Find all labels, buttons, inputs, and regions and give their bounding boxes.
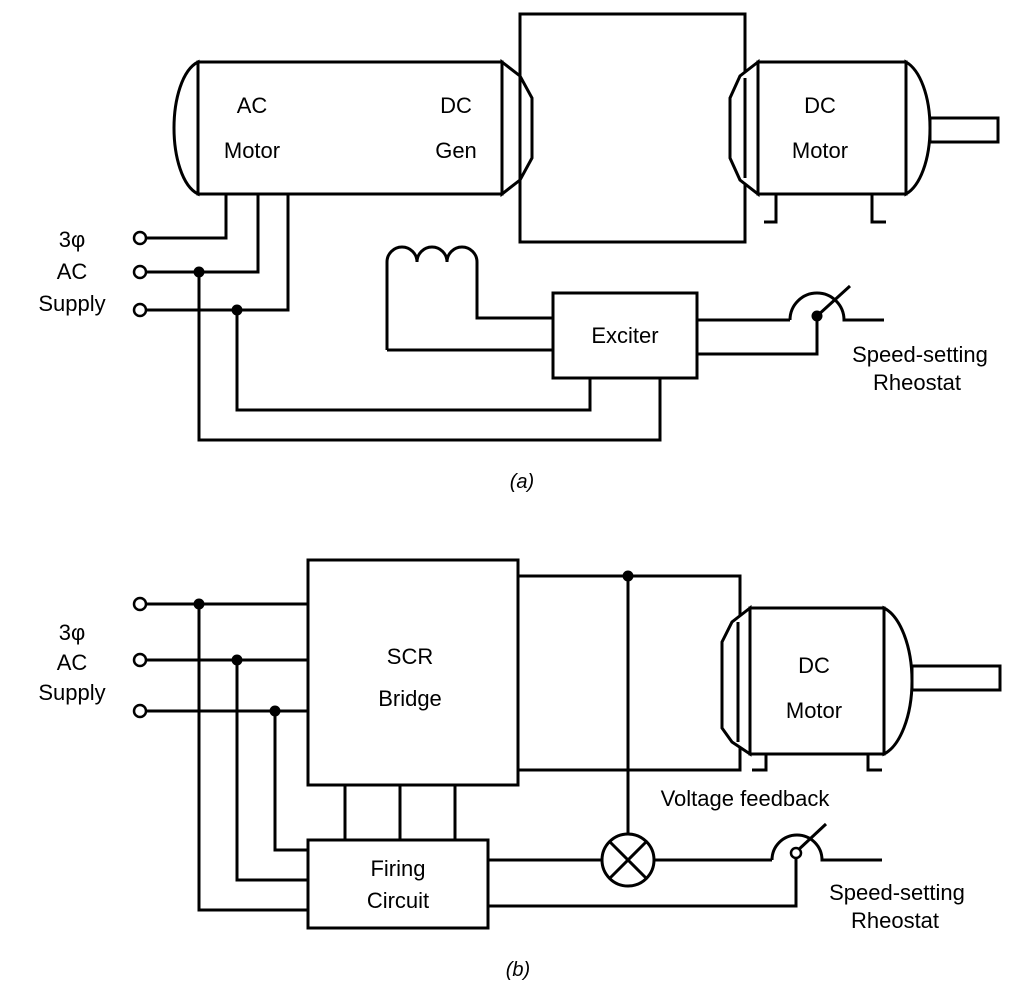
scr-bridge-label-line2: Bridge [378, 686, 442, 711]
exciter-supply-wire-inner [235, 310, 592, 412]
rheostat-a-wiper-wire [697, 316, 819, 356]
armature-loop-top [518, 12, 747, 110]
dc-motor-a-foot-right [870, 194, 886, 224]
dc-motor-b: DC Motor [720, 604, 1002, 772]
ac-motor-dc-gen-set: AC Motor DC Gen [172, 58, 534, 198]
panel-b-caption: (b) [506, 959, 530, 981]
dc-motor-b-rear-cap [882, 605, 914, 757]
rheostat-a-label-line1: Speed-setting [852, 342, 988, 367]
rheostat-b-label-line1: Speed-setting [829, 880, 965, 905]
ac-motor-dc-gen-body [196, 60, 504, 196]
dc-motor-b-foot-left [752, 754, 768, 772]
supply-b-terminal-1 [132, 596, 148, 612]
dc-motor-a-body [756, 60, 908, 196]
scr-bridge: SCR Bridge [306, 558, 520, 787]
exciter: Exciter [551, 291, 699, 380]
rheostat-b-resistor-arc [770, 833, 882, 862]
firing-circuit-box [306, 838, 490, 930]
dc-gen-end-cap [500, 58, 534, 198]
supply-a-label-line1: 3φ [59, 227, 86, 252]
dc-motor-b-label-line2: Motor [786, 698, 842, 723]
rheostat-a-label-line2: Rheostat [873, 370, 961, 395]
supply-a: 3φ AC Supply [38, 194, 662, 442]
rheostat-b-wiper-pivot [789, 846, 803, 860]
firing-supply-wire-3 [273, 711, 308, 852]
supply-b-label-line3: Supply [38, 680, 105, 705]
firing-circuit-label-line2: Circuit [367, 888, 429, 913]
firing-circuit-label-line1: Firing [370, 856, 425, 881]
firing-circuit: Firing Circuit [306, 838, 490, 930]
panel-a: AC Motor DC Gen DC Motor 3φ AC Supply [38, 12, 1000, 493]
dc-gen-label-line1: DC [440, 93, 472, 118]
scr-bridge-label-line1: SCR [387, 644, 433, 669]
supply-a-terminal-2 [132, 264, 148, 280]
dc-motor-b-shaft [910, 664, 1002, 692]
supply-b-terminal-2 [132, 652, 148, 668]
armature-loop-bottom [518, 170, 747, 244]
voltage-feedback-label: Voltage feedback [661, 786, 831, 811]
supply-b: 3φ AC Supply [38, 596, 308, 912]
summing-junction-cross-2 [608, 840, 648, 880]
field-coil-winding [385, 245, 553, 350]
dc-motor-b-foot-right [866, 754, 882, 772]
supply-a-label-line3: Supply [38, 291, 105, 316]
supply-b-terminal-3 [132, 703, 148, 719]
supply-a-line-3 [146, 194, 290, 312]
supply-a-terminal-3 [132, 302, 148, 318]
rheostat-a-wiper-pivot [811, 310, 823, 322]
ac-motor-label-line2: Motor [224, 138, 280, 163]
field-coil [385, 245, 553, 352]
dc-motor-a-rear-cap [904, 59, 932, 197]
supply-a-label-line2: AC [57, 259, 88, 284]
rheostat-b-wiper [794, 822, 828, 854]
rheostat-a-resistor-arc [788, 291, 884, 322]
dc-motor-b-label-line1: DC [798, 653, 830, 678]
supply-a-line-1 [146, 194, 228, 240]
scr-bridge-box [306, 558, 520, 787]
dc-motor-a-label-line1: DC [804, 93, 836, 118]
firing-supply-wire-2 [235, 660, 308, 882]
summing-junction [488, 832, 772, 888]
dc-motor-b-body [748, 606, 886, 756]
exciter-label: Exciter [591, 323, 658, 348]
dc-motor-a-shaft [928, 116, 1000, 144]
rheostat-b-wiper-wire [488, 856, 798, 908]
ac-motor-end-cap [172, 59, 200, 197]
rheostat-a-wiper [815, 284, 852, 318]
rheostat-b-label-line2: Rheostat [851, 908, 939, 933]
dc-motor-a-foot-left [764, 194, 778, 224]
panel-b: 3φ AC Supply SCR Bridge [38, 558, 1002, 981]
dc-motor-a: DC Motor [728, 58, 1000, 224]
rheostat-b: Speed-setting Rheostat [488, 822, 965, 933]
firing-supply-wire-1 [197, 604, 308, 912]
supply-a-terminal-1 [132, 230, 148, 246]
dc-motor-b-end-cap [720, 604, 752, 757]
supply-a-line-2 [146, 194, 260, 274]
exciter-box [551, 291, 699, 380]
panel-a-caption: (a) [510, 471, 534, 493]
supply-b-label-line1: 3φ [59, 620, 86, 645]
exciter-supply-wire-outer [197, 272, 662, 442]
rheostat-a: Speed-setting Rheostat [697, 284, 988, 395]
dc-gen-label-line2: Gen [435, 138, 477, 163]
supply-b-label-line2: AC [57, 650, 88, 675]
dc-motor-a-label-line2: Motor [792, 138, 848, 163]
ac-motor-label-line1: AC [237, 93, 268, 118]
